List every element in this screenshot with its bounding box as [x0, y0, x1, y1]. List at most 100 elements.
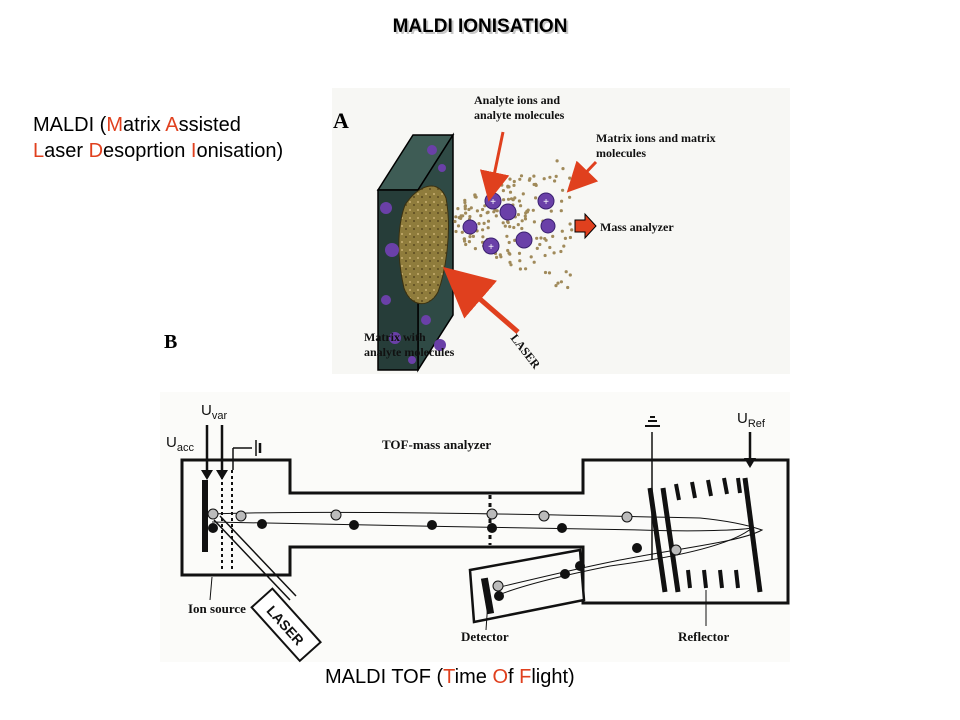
matrix-particle	[543, 270, 548, 275]
matrix-ions-arrow	[566, 160, 599, 193]
matrix-particle	[535, 246, 539, 250]
heavy-ion-trajectory	[211, 521, 754, 597]
caption-initial-letter: L	[33, 140, 45, 162]
matrix-particle	[467, 207, 471, 212]
matrix-particle	[535, 236, 539, 240]
matrix-particle	[527, 178, 532, 182]
maldi-caption-line2: Laser Desoprtion Ionisation)	[33, 138, 283, 164]
matrix-particle	[501, 189, 505, 193]
matrix-particle	[479, 214, 483, 218]
matrix-ions-label: molecules	[596, 146, 646, 160]
matrix-particle	[512, 183, 516, 187]
matrix-particle	[513, 238, 517, 242]
matrix-particle	[506, 185, 510, 189]
page-title: MALDI IONISATION	[392, 16, 568, 37]
matrix-ions-label: Matrix ions and matrix	[596, 131, 716, 145]
matrix-particle	[534, 183, 538, 187]
matrix-particle	[547, 271, 552, 275]
detector	[468, 548, 586, 624]
matrix-particle	[516, 213, 521, 217]
matrix-particle	[568, 195, 572, 199]
matrix-particle	[502, 198, 506, 202]
matrix-particle	[538, 242, 542, 247]
matrix-particle	[559, 280, 564, 284]
matrix-particle	[548, 245, 552, 250]
matrix-particle	[532, 220, 537, 224]
matrix-particle	[468, 235, 472, 239]
laser-beam-arrow	[442, 266, 520, 334]
matrix-particle	[477, 222, 481, 226]
panel-a-letter: A	[333, 108, 349, 133]
ion-charge-label: +	[488, 242, 494, 253]
matrix-particle	[498, 253, 502, 257]
matrix-particle	[506, 197, 511, 201]
reflector-label: Reflector	[678, 629, 729, 644]
matrix-particle	[517, 199, 522, 203]
matrix-particle	[559, 209, 563, 213]
matrix-particle	[456, 207, 460, 211]
matrix-particle	[481, 207, 485, 212]
matrix-particle	[516, 223, 520, 227]
matrix-particle	[459, 214, 463, 218]
matrix-particle	[563, 236, 568, 240]
matrix-particle	[518, 177, 522, 181]
matrix-particle	[532, 174, 536, 178]
matrix-particle	[559, 249, 563, 254]
matrix-particle	[542, 177, 546, 181]
ion-source-plate	[202, 480, 208, 552]
matrix-particle	[473, 247, 477, 251]
light-ion-trajectory	[211, 511, 764, 589]
ion-source-leader	[209, 576, 213, 601]
matrix-particle	[529, 255, 533, 259]
matrix-particle	[481, 228, 485, 232]
panel-b-letter: B	[164, 331, 177, 353]
matrix-particle	[467, 240, 471, 244]
matrix-particle	[568, 176, 572, 180]
matrix-particle	[518, 267, 523, 271]
caption-text: atrix	[123, 114, 166, 136]
laser-beam-line	[213, 519, 291, 601]
matrix-particle	[464, 211, 468, 215]
matrix-particle	[463, 200, 467, 205]
matrix-particle	[562, 244, 566, 248]
matrix-particle	[486, 210, 490, 214]
matrix-particle	[508, 260, 512, 264]
matrix-particle	[454, 215, 458, 219]
matrix-particle	[471, 234, 475, 238]
caption-initial-letter: F	[519, 666, 532, 688]
matrix-particle	[555, 159, 559, 163]
caption-initial-letter: T	[443, 666, 455, 688]
matrix-particle	[486, 219, 491, 223]
matrix-particle	[524, 267, 528, 271]
matrix-particle	[539, 236, 543, 240]
matrix-particle	[568, 235, 573, 240]
matrix-particle	[508, 177, 512, 181]
matrix-particle	[531, 208, 535, 212]
matrix-particle	[523, 214, 527, 218]
matrix-particle	[507, 240, 511, 245]
matrix-particle	[564, 270, 568, 274]
matrix-particle	[518, 259, 522, 263]
laser-box: LASER	[250, 587, 322, 663]
caption-text: ssisted	[178, 114, 241, 136]
matrix-particle	[521, 192, 525, 196]
ion-charge-label: +	[490, 197, 496, 208]
u-ref-label: URef	[737, 410, 766, 430]
matrix-particle	[553, 179, 557, 183]
ion-charge-label: +	[543, 197, 549, 208]
matrix-particle	[495, 255, 499, 259]
caption-initial-letter: M	[106, 114, 124, 136]
matrix-particle	[505, 234, 509, 238]
matrix-particle	[548, 175, 552, 179]
matrix-particle	[500, 183, 504, 187]
maldi-caption: MALDI (Matrix Assisted Laser Desoprtion …	[33, 112, 283, 164]
matrix-particle	[543, 253, 547, 258]
matrix-particle	[566, 285, 570, 290]
caption-text: aser	[44, 140, 89, 162]
matrix-particle	[508, 190, 513, 194]
tof-tube	[180, 458, 790, 605]
caption-initial-letter: O	[492, 666, 509, 688]
matrix-particle	[454, 229, 458, 234]
matrix-particle	[512, 225, 516, 230]
